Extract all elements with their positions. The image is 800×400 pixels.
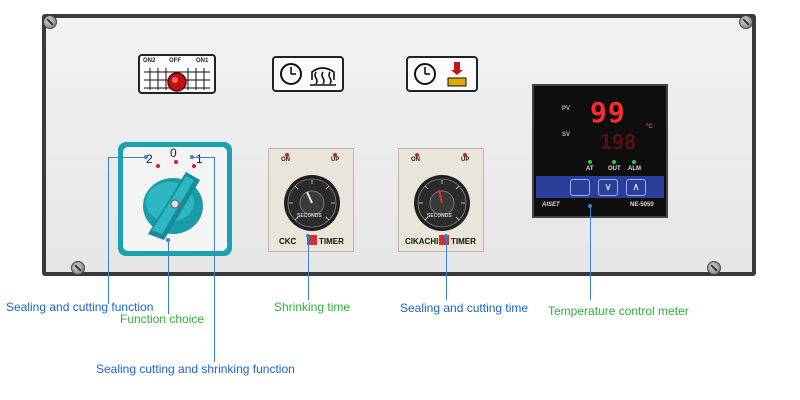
power-switch-icon: ON2 OFF ON1	[138, 54, 216, 94]
screw-icon	[739, 15, 753, 29]
callout-dot	[190, 155, 194, 159]
timer-dial-label: SECONDS	[297, 213, 322, 219]
controller-brand: AISET	[542, 202, 560, 208]
callout-line	[108, 157, 109, 304]
shrink-timer-icon	[272, 56, 344, 92]
timer-brand: CKC	[279, 237, 297, 246]
timer-dial[interactable]	[269, 163, 355, 249]
timer-on-label: ON	[281, 157, 290, 163]
controller-model: NE-5050	[630, 202, 654, 208]
heat-shrink-icon	[310, 67, 336, 86]
label-sealing-cutting-function: Sealing and cutting function	[6, 300, 154, 314]
label-sealing-cutting-time: Sealing and cutting time	[400, 301, 529, 315]
callout-dot	[166, 238, 170, 242]
timer-dial[interactable]	[399, 163, 485, 249]
callout-dot	[144, 155, 148, 159]
up-button[interactable]: ∧	[626, 179, 646, 196]
timer-on-label: ON	[411, 157, 420, 163]
unit-label: °C	[646, 124, 653, 130]
label-sealing-cutting-shrinking: Sealing cutting and shrinking function	[96, 362, 295, 376]
switch-label-on1: ON1	[196, 58, 209, 64]
callout-line	[214, 157, 215, 362]
timer-up-label: UP	[331, 157, 340, 163]
function-selector-switch[interactable]: 2 0 1	[118, 142, 232, 256]
seal-cut-icon	[447, 62, 467, 87]
out-indicator: OUT	[608, 166, 621, 172]
screw-icon	[71, 261, 85, 275]
callout-line	[308, 236, 309, 300]
sv-value: 198	[600, 130, 637, 154]
screw-icon	[43, 15, 57, 29]
callout-line	[446, 236, 447, 300]
timer-brand: CIKACHI	[405, 237, 439, 246]
timer-up-label: UP	[461, 157, 470, 163]
switch-label-on2: ON2	[143, 58, 156, 64]
timer-model: TIMER	[451, 237, 476, 246]
seal-timer-icon	[406, 56, 478, 92]
controller-keypad: ∨ ∧	[536, 176, 664, 198]
label-shrinking-time: Shrinking time	[274, 300, 351, 314]
pv-label: PV	[562, 106, 571, 112]
selector-position-2: 2	[146, 152, 153, 166]
callout-line	[192, 157, 214, 158]
clock-icon	[414, 63, 436, 85]
alm-indicator: ALM	[628, 166, 641, 172]
at-indicator: AT	[586, 166, 594, 172]
shrinking-timer[interactable]: ON UP SECONDS CKC TIMER	[268, 148, 354, 252]
set-button[interactable]	[570, 179, 590, 196]
selector-position-0: 0	[170, 146, 177, 160]
callout-dot	[444, 234, 448, 238]
callout-line	[168, 240, 169, 314]
clock-icon	[280, 63, 302, 85]
selector-position-1: 1	[196, 152, 203, 166]
switch-label-off: OFF	[169, 58, 181, 64]
callout-line	[590, 206, 591, 300]
control-panel: ON2 OFF ON1	[42, 14, 756, 276]
selector-knob[interactable]	[118, 142, 232, 256]
timer-model: TIMER	[319, 237, 344, 246]
pv-value: 99	[590, 96, 626, 129]
sv-label: SV	[562, 132, 571, 138]
sealing-timer[interactable]: ON UP SECONDS CIKACHI TIMER	[398, 148, 484, 252]
label-temperature-meter: Temperature control meter	[548, 304, 689, 318]
temperature-controller: PV 99 °C SV 198 AT OUT ALM ∨ ∧ AISET NE-…	[532, 84, 668, 218]
callout-line	[108, 157, 146, 158]
down-button[interactable]: ∨	[598, 179, 618, 196]
label-function-choice: Function choice	[120, 312, 205, 326]
callout-dot	[588, 204, 592, 208]
screw-icon	[707, 261, 721, 275]
timer-dial-label: SECONDS	[427, 213, 452, 219]
callout-dot	[306, 234, 310, 238]
